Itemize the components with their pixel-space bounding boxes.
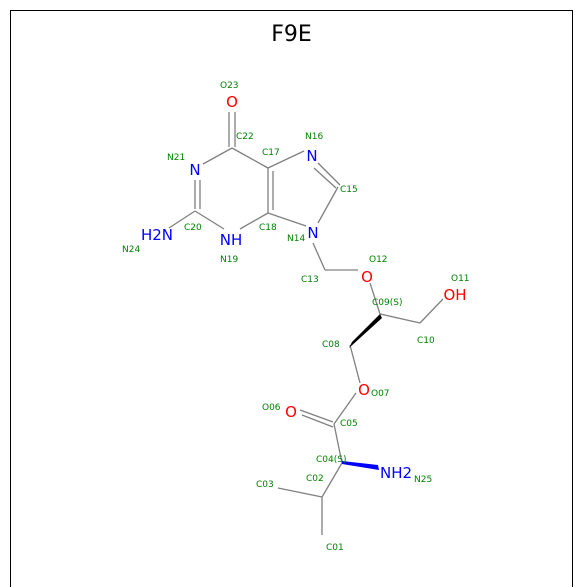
label-N16: N16 [305, 132, 323, 142]
atom-O23-symbol: O [226, 93, 238, 111]
atom-N24-symbol: H2N [141, 226, 173, 244]
bond-c20-n19 [194, 210, 225, 230]
bond-c17-n16 [267, 150, 305, 169]
atom-labels-layer: O23 C22 N21 C17 N16 C15 C20 C18 N14 N24 … [122, 81, 470, 553]
wedge-bond-c04-n25 [342, 461, 379, 470]
label-C03: C03 [256, 480, 274, 490]
bond-c22-n21 [202, 147, 233, 165]
label-N14: N14 [287, 234, 305, 244]
label-C01: C01 [326, 543, 344, 553]
bond-c09-c10 [379, 313, 421, 324]
label-O11: O11 [451, 274, 470, 284]
atom-N25-symbol: NH2 [380, 464, 412, 482]
bond-c05-o06-a [299, 409, 334, 423]
bond-n14-c13 [312, 242, 326, 271]
label-C04: C04(S) [316, 455, 346, 465]
atom-O11-symbol: OH [443, 286, 466, 304]
bond-c15-n14 [317, 186, 339, 224]
bond-c10-o11 [419, 298, 444, 324]
atom-N14-symbol: N [307, 224, 318, 242]
wedge-bond-c09-c08 [349, 314, 382, 348]
atom-symbols-layer: O N H2N NH N N O OH O O NH2 [141, 93, 467, 482]
label-C08: C08 [322, 340, 340, 350]
wedges-layer [342, 314, 382, 470]
atom-N19-symbol: NH [220, 231, 243, 249]
bond-n19-c18 [239, 212, 269, 230]
bond-c05-c04 [333, 423, 343, 464]
label-C09: C09(S) [372, 298, 402, 308]
atom-O06-symbol: O [285, 403, 297, 421]
label-O12: O12 [369, 255, 388, 265]
label-N25: N25 [414, 475, 432, 485]
atom-O12-symbol: O [361, 268, 373, 286]
label-O06: O06 [262, 403, 281, 413]
label-N19: N19 [220, 255, 238, 265]
label-C13: C13 [301, 275, 319, 285]
label-N24: N24 [122, 245, 140, 255]
atom-O07-symbol: O [358, 381, 370, 399]
label-C05: C05 [340, 419, 358, 429]
atom-N16-symbol: N [306, 147, 317, 165]
bond-c02-c03 [277, 487, 323, 498]
label-C15: C15 [340, 185, 358, 195]
label-C22: C22 [236, 132, 254, 142]
bond-n14-c18 [267, 212, 307, 227]
label-N21: N21 [167, 153, 185, 163]
bonds-layer [168, 112, 444, 535]
bond-n16-c15-a [317, 162, 341, 186]
bond-c08-o07 [349, 344, 361, 384]
diagram-frame [10, 10, 573, 587]
molecule-title: F9E [271, 22, 312, 47]
bond-c04-c02 [321, 462, 343, 498]
label-C18: C18 [259, 223, 277, 233]
bond-n16-c15-b [313, 167, 337, 189]
bond-c22-c17 [231, 147, 269, 169]
atom-N21-symbol: N [189, 161, 200, 179]
bond-o12-c09 [369, 282, 381, 315]
label-C17: C17 [262, 148, 280, 158]
bond-c20-n24 [168, 210, 196, 229]
bond-o07-c05 [333, 392, 357, 425]
label-O07: O07 [371, 389, 390, 399]
label-O23: O23 [220, 81, 239, 91]
label-C10: C10 [417, 336, 435, 346]
label-C20: C20 [184, 223, 202, 233]
bond-c05-o06-b [301, 414, 334, 428]
label-C02: C02 [306, 474, 324, 484]
